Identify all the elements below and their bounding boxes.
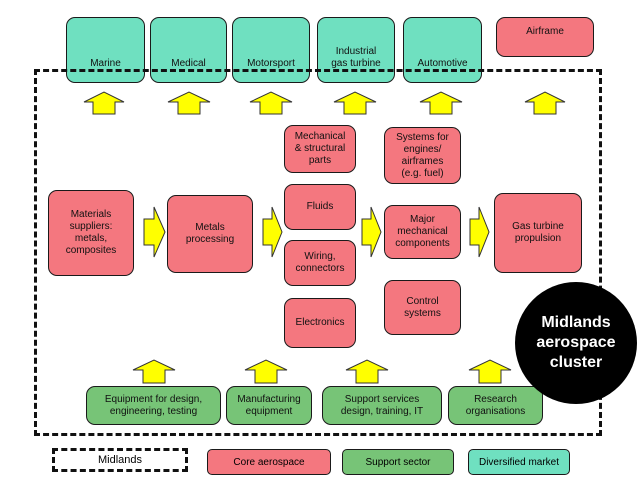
midlands-aerospace-cluster-label: Midlands aerospace cluster <box>515 282 637 404</box>
materials-suppliers-box: Materials suppliers: metals, composites <box>48 190 134 276</box>
support-services-box: Support services design, training, IT <box>322 386 442 425</box>
right-arrow-icon <box>143 206 166 258</box>
midlands-boundary <box>34 69 602 436</box>
market-automotive: Automotive <box>403 17 482 83</box>
legend-midlands: Midlands <box>52 448 188 472</box>
wiring-connectors-box: Wiring, connectors <box>284 240 356 286</box>
market-airframe: Airframe <box>496 17 594 57</box>
legend-diversified-market: Diversified market <box>468 449 570 475</box>
legend-diversified-label: Diversified market <box>478 456 560 468</box>
up-arrow-icon <box>419 91 463 115</box>
up-arrow-icon <box>244 359 288 384</box>
equipment-design-testing-box: Equipment for design, engineering, testi… <box>86 386 221 425</box>
up-arrow-icon <box>333 91 377 115</box>
systems-engines-airframes-box: Systems for engines/ airframes (e.g. fue… <box>384 127 461 184</box>
legend-core-aerospace: Core aerospace <box>207 449 331 475</box>
legend-support-label: Support sector <box>365 456 431 468</box>
control-systems-box: Control systems <box>384 280 461 335</box>
up-arrow-icon <box>132 359 176 384</box>
fluids-box: Fluids <box>284 184 356 230</box>
manufacturing-equipment-box: Manufacturing equipment <box>226 386 312 425</box>
up-arrow-icon <box>249 91 293 115</box>
up-arrow-icon <box>345 359 389 384</box>
market-industrial-gas-turbine: Industrial gas turbine <box>317 17 395 83</box>
up-arrow-icon <box>468 359 512 384</box>
legend-core-label: Core aerospace <box>233 456 305 468</box>
legend-midlands-label: Midlands <box>97 454 143 466</box>
gas-turbine-propulsion-box: Gas turbine propulsion <box>494 193 582 273</box>
major-mechanical-components-box: Major mechanical components <box>384 205 461 259</box>
market-marine: Marine <box>66 17 145 83</box>
market-motorsport: Motorsport <box>232 17 310 83</box>
right-arrow-icon <box>469 206 490 258</box>
research-organisations-box: Research organisations <box>448 386 543 425</box>
electronics-box: Electronics <box>284 298 356 348</box>
up-arrow-icon <box>83 91 125 115</box>
market-medical: Medical <box>150 17 227 83</box>
up-arrow-icon <box>524 91 566 115</box>
right-arrow-icon <box>262 206 283 258</box>
up-arrow-icon <box>167 91 211 115</box>
legend-support-sector: Support sector <box>342 449 454 475</box>
mechanical-structural-parts-box: Mechanical & structural parts <box>284 125 356 173</box>
right-arrow-icon <box>361 206 382 258</box>
metals-processing-box: Metals processing <box>167 195 253 273</box>
